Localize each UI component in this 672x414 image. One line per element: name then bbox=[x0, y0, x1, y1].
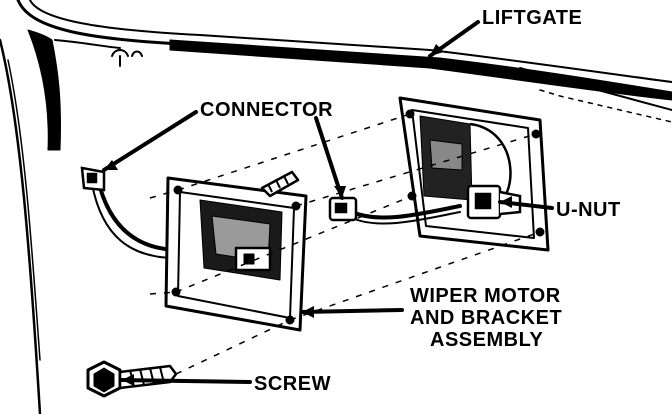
label-liftgate: LIFTGATE bbox=[482, 7, 582, 29]
connector-motor-side bbox=[80, 166, 106, 192]
leader-lines bbox=[102, 20, 554, 384]
label-u-nut: U-NUT bbox=[556, 199, 621, 221]
label-and-bracket: AND BRACKET bbox=[410, 307, 562, 329]
label-screw: SCREW bbox=[254, 373, 331, 395]
label-wiper-motor: WIPER MOTOR bbox=[410, 285, 561, 307]
connector-plate-side bbox=[328, 196, 358, 222]
label-connector: CONNECTOR bbox=[200, 99, 333, 121]
leader-arrowheads bbox=[104, 44, 512, 386]
mounting-plate bbox=[398, 96, 550, 252]
alignment-lines bbox=[149, 113, 541, 375]
wiper-motor-bracket bbox=[164, 170, 308, 332]
label-assembly: ASSEMBLY bbox=[430, 329, 543, 351]
